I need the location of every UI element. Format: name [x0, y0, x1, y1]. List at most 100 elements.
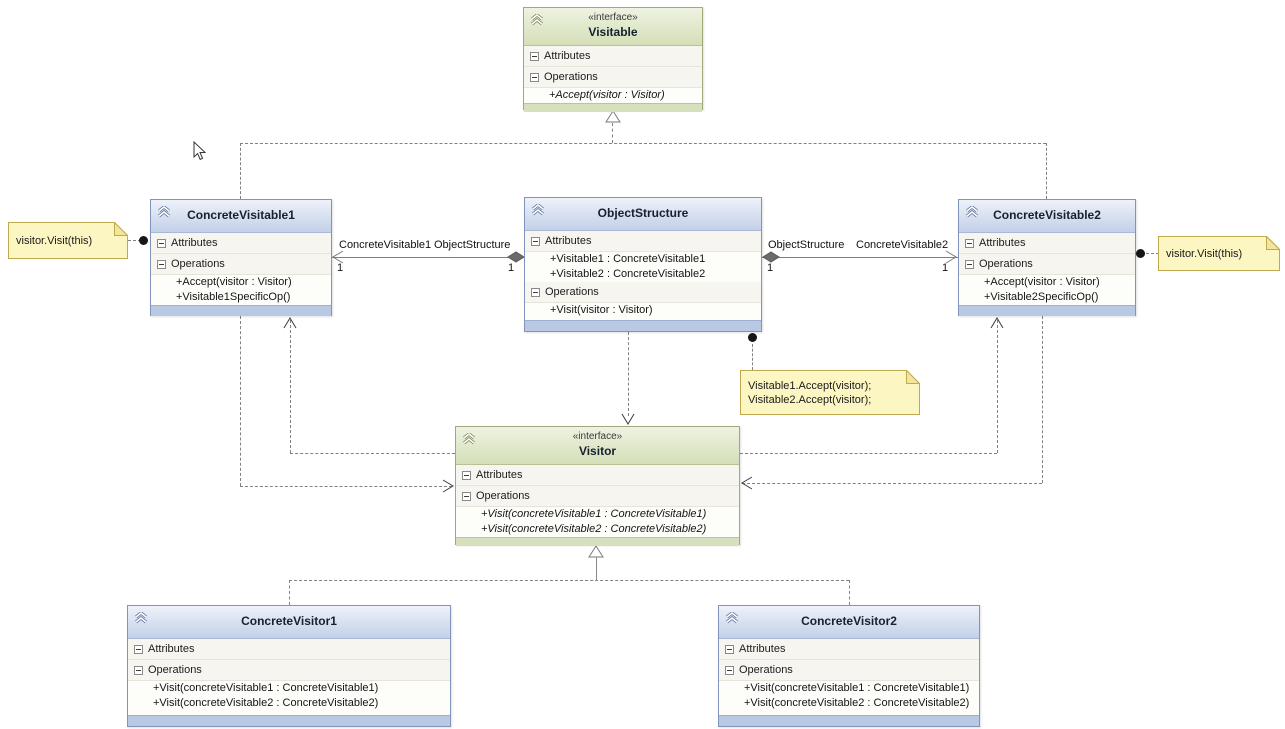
dependency-line[interactable] [1042, 316, 1043, 483]
class-box-concretevisitable1[interactable]: ConcreteVisitable1 Attributes Operations… [150, 199, 332, 316]
class-title: Visitor [578, 444, 617, 458]
dependency-line[interactable] [742, 483, 1042, 484]
operation-item: +Visitable2SpecificOp() [984, 291, 1099, 303]
note-text: Visitable1.Accept(visitor); [748, 379, 872, 392]
dependency-line[interactable] [240, 486, 452, 487]
collapsed-compartment-strip [959, 305, 1135, 316]
dependency-line[interactable] [997, 320, 998, 453]
operations-section[interactable]: Operations [719, 660, 979, 681]
realization-line[interactable] [849, 580, 850, 605]
realization-line[interactable] [1046, 143, 1047, 199]
class-header: ConcreteVisitable1 [151, 200, 331, 233]
operations-section[interactable]: Operations [151, 254, 331, 275]
multiplicity-label: 1 [767, 262, 774, 274]
operations-label: Operations [148, 664, 202, 676]
operations-section[interactable]: Operations [524, 67, 702, 88]
operations-label: Operations [545, 286, 599, 298]
operation-item: +Visit(concreteVisitable1 : ConcreteVisi… [744, 682, 970, 694]
operation-item: +Visit(visitor : Visitor) [550, 304, 653, 316]
realization-line[interactable] [612, 123, 613, 143]
operation-item: +Visit(concreteVisitable2 : ConcreteVisi… [481, 523, 707, 535]
collapse-minus-icon [531, 287, 540, 297]
note-connector-line[interactable] [128, 240, 141, 241]
note-anchor-dot [1136, 249, 1145, 258]
open-arrow-up-icon [283, 317, 297, 329]
operations-section[interactable]: Operations [456, 486, 739, 507]
open-arrow-left-icon [741, 476, 753, 490]
multiplicity-label: 1 [337, 262, 344, 274]
collapse-chevron-icon[interactable] [725, 610, 739, 625]
attributes-section[interactable]: Attributes [959, 233, 1135, 254]
association-line[interactable] [332, 257, 524, 258]
class-box-visitor[interactable]: «interface» Visitor Attributes Operation… [455, 426, 740, 546]
note-visitor-visit-right[interactable]: visitor.Visit(this) [1158, 236, 1280, 271]
composition-diamond-icon [762, 251, 780, 263]
class-box-concretevisitable2[interactable]: ConcreteVisitable2 Attributes Operations… [958, 199, 1136, 316]
class-box-concretevisitor2[interactable]: ConcreteVisitor2 Attributes Operations +… [718, 605, 980, 727]
attributes-section[interactable]: Attributes [456, 465, 739, 486]
collapse-minus-icon [134, 665, 143, 675]
collapse-chevron-icon[interactable] [462, 431, 476, 446]
collapse-minus-icon [965, 259, 974, 269]
class-box-concretevisitor1[interactable]: ConcreteVisitor1 Attributes Operations +… [127, 605, 451, 727]
association-role-label: ObjectStructure [768, 239, 845, 251]
note-connector-line[interactable] [752, 344, 753, 370]
attributes-section[interactable]: Attributes [128, 639, 450, 660]
open-arrow-up-icon [990, 317, 1004, 329]
class-header: ObjectStructure [525, 198, 761, 231]
class-title: ConcreteVisitor1 [241, 614, 337, 628]
operations-label: Operations [544, 71, 598, 83]
collapse-chevron-icon[interactable] [965, 204, 979, 219]
dependency-line[interactable] [628, 332, 629, 416]
operations-section[interactable]: Operations [525, 282, 761, 303]
association-line[interactable] [762, 257, 958, 258]
attributes-label: Attributes [545, 235, 592, 247]
class-header: ConcreteVisitable2 [959, 200, 1135, 233]
stereotype-label: «interface» [588, 12, 638, 23]
operations-section[interactable]: Operations [959, 254, 1135, 275]
operations-label: Operations [979, 258, 1033, 270]
association-role-label: ConcreteVisitable2 [856, 239, 949, 251]
realization-line[interactable] [596, 557, 597, 580]
collapsed-compartment-strip [719, 715, 979, 726]
class-title: Visitable [588, 25, 638, 39]
collapse-minus-icon [725, 644, 734, 654]
class-title: ConcreteVisitable2 [993, 208, 1101, 222]
attribute-item: +Visitable2 : ConcreteVisitable2 [550, 268, 706, 280]
collapse-minus-icon [530, 72, 539, 82]
attributes-section[interactable]: Attributes [525, 231, 761, 252]
note-visitor-visit-left[interactable]: visitor.Visit(this) [8, 222, 128, 259]
realization-line[interactable] [289, 580, 849, 581]
collapse-chevron-icon[interactable] [157, 204, 171, 219]
dependency-line[interactable] [740, 453, 997, 454]
collapse-chevron-icon[interactable] [531, 202, 545, 217]
collapse-chevron-icon[interactable] [134, 610, 148, 625]
collapse-chevron-icon[interactable] [530, 12, 544, 27]
attributes-section[interactable]: Attributes [719, 639, 979, 660]
collapse-minus-icon [134, 644, 143, 654]
realization-line[interactable] [240, 143, 1046, 144]
collapse-minus-icon [462, 491, 471, 501]
attributes-label: Attributes [544, 50, 591, 62]
class-title: ConcreteVisitor2 [801, 614, 897, 628]
operations-section[interactable]: Operations [128, 660, 450, 681]
realization-line[interactable] [240, 143, 241, 199]
collapse-minus-icon [157, 238, 166, 248]
operation-item: +Accept(visitor : Visitor) [984, 276, 1100, 288]
dependency-line[interactable] [240, 316, 241, 486]
stereotype-label: «interface» [572, 431, 623, 442]
attributes-section[interactable]: Attributes [524, 46, 702, 67]
class-box-visitable[interactable]: «interface» Visitable Attributes Operati… [523, 7, 703, 112]
note-accept-calls[interactable]: Visitable1.Accept(visitor); Visitable2.A… [740, 370, 920, 415]
realization-line[interactable] [289, 580, 290, 605]
dependency-line[interactable] [290, 320, 291, 453]
multiplicity-label: 1 [942, 262, 949, 274]
note-connector-line[interactable] [1146, 253, 1159, 254]
dependency-line[interactable] [290, 453, 455, 454]
attributes-section[interactable]: Attributes [151, 233, 331, 254]
attributes-label: Attributes [171, 237, 218, 249]
class-box-objectstructure[interactable]: ObjectStructure Attributes +Visitable1 :… [524, 197, 762, 332]
hollow-triangle-arrow-icon [605, 110, 621, 123]
open-arrow-down-icon [621, 413, 635, 425]
collapsed-compartment-strip [524, 103, 702, 112]
